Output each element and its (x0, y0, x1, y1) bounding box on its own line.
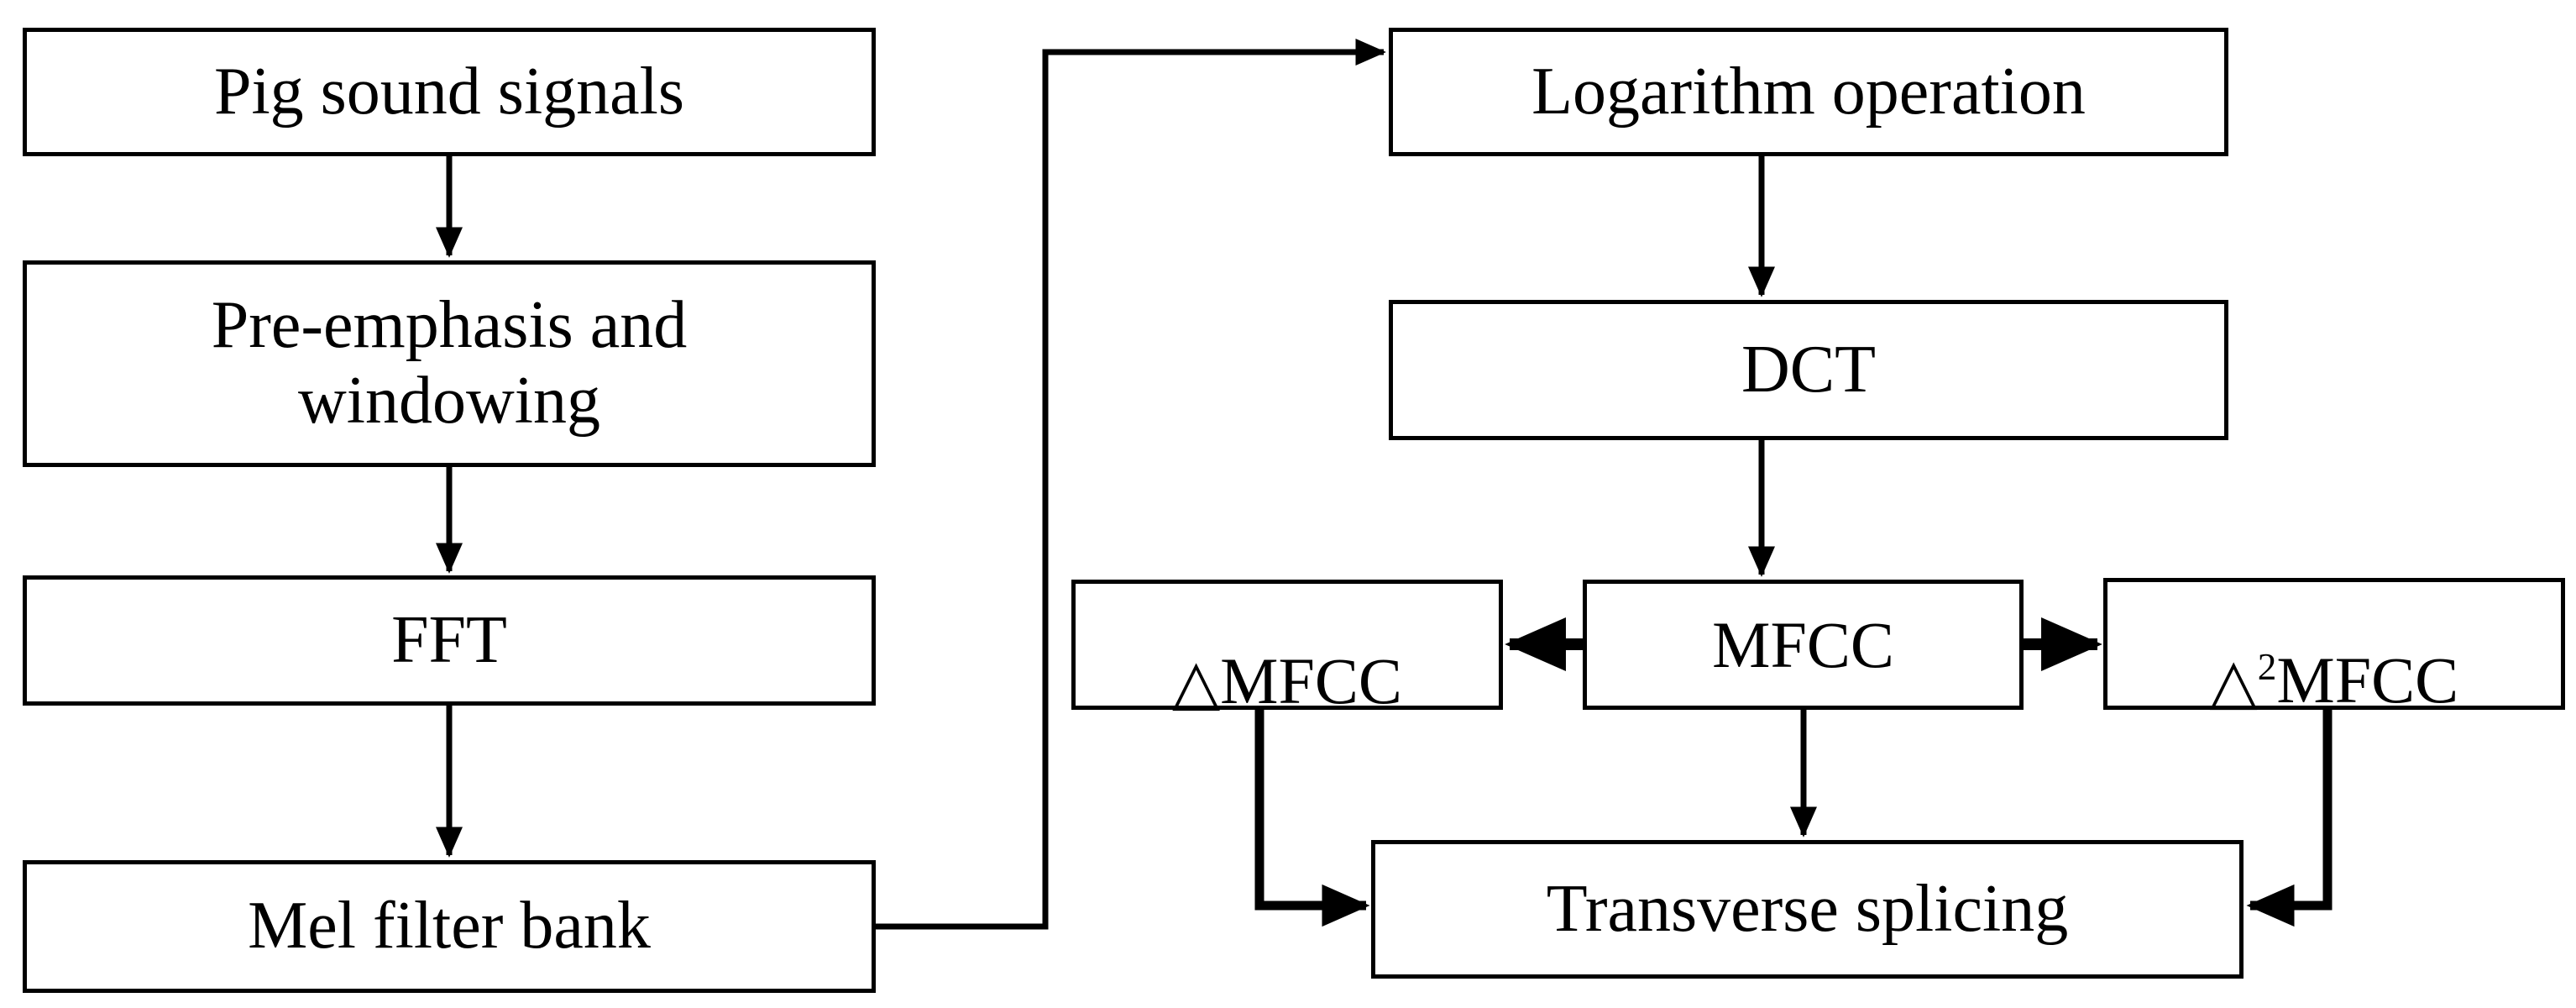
node-delta2-mfcc[interactable]: △2MFCC (2103, 578, 2565, 717)
superscript-two: 2 (2257, 646, 2277, 689)
node-label-mel-filter-bank: Mel filter bank (248, 889, 651, 963)
connector-delta-mfcc-to-transverse-splicing (1254, 710, 1370, 927)
node-label-pre-emphasis-and-windowing: Pre-emphasis and windowing (211, 288, 688, 438)
node-label-fft: FFT (391, 602, 507, 677)
node-label-mfcc: MFCC (1712, 607, 1894, 681)
node-logarithm-operation[interactable]: Logarithm operation (1389, 28, 2228, 156)
delta-symbol-icon: △ (1172, 648, 1221, 718)
node-pre-emphasis-and-windowing[interactable]: Pre-emphasis and windowing (23, 260, 876, 467)
node-mel-filter-bank[interactable]: Mel filter bank (23, 860, 876, 993)
node-label-pig-sound-signals: Pig sound signals (213, 54, 685, 129)
node-label-delta2-mfcc: △2MFCC (2202, 570, 2467, 717)
node-label-delta-mfcc: △MFCC (1164, 571, 1411, 718)
node-dct[interactable]: DCT (1389, 300, 2228, 440)
node-mfcc[interactable]: MFCC (1583, 580, 2024, 710)
node-label-delta2-mfcc-text: MFCC (2276, 643, 2459, 717)
node-delta-mfcc[interactable]: △MFCC (1071, 580, 1503, 717)
node-fft[interactable]: FFT (23, 575, 876, 706)
node-label-transverse-splicing: Transverse splicing (1546, 871, 2069, 946)
node-label-delta-mfcc-text: MFCC (1220, 644, 1402, 718)
connector-delta2-mfcc-to-transverse-splicing (2246, 710, 2333, 927)
delta-symbol-icon: △ (2209, 648, 2258, 717)
node-label-dct: DCT (1741, 332, 1876, 407)
node-label-logarithm-operation: Logarithm operation (1531, 54, 2086, 129)
connector-mel-to-logarithm (876, 38, 1386, 930)
node-transverse-splicing[interactable]: Transverse splicing (1371, 840, 2244, 979)
node-pig-sound-signals[interactable]: Pig sound signals (23, 28, 876, 156)
